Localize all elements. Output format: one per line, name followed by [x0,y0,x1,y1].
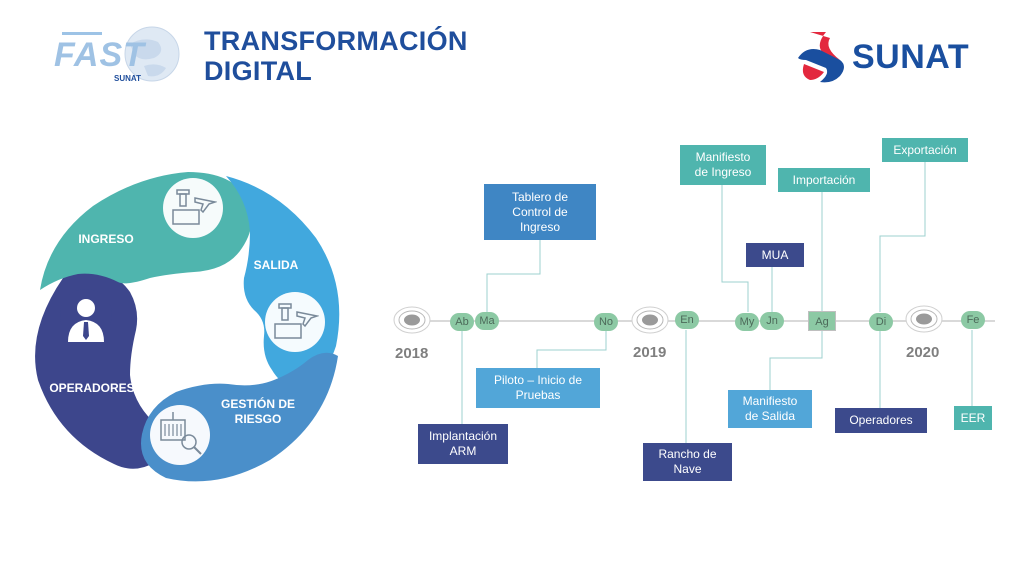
timeline-node-no: No [594,313,618,331]
port-airplane-icon [172,189,217,225]
segment-label-salida: SALIDA [253,258,299,272]
sunat-logo: SUNAT [796,30,1006,86]
sunat-logo-text: SUNAT [852,38,970,76]
timeline-node-en: En [675,311,699,329]
segment-label-operadores: OPERADORES [49,381,135,395]
segment-label-ingreso: INGRESO [78,232,134,246]
year-label-2019: 2019 [633,344,667,361]
timeline-node-fe: Fe [961,311,985,329]
fast-logo: FAST SUNAT [54,22,182,90]
event-eer: EER [954,406,992,430]
timeline-node-my: My [735,313,759,331]
title-line-2: DIGITAL [204,56,313,86]
sunat-emblem-icon [798,32,844,83]
person-icon [68,299,104,342]
year-marker-2019 [631,306,669,334]
event-exportacion: Exportación [882,138,968,162]
timeline-node-ma: Ma [475,312,499,330]
fast-logo-sub: SUNAT [114,74,141,83]
timeline-node-jn: Jn [760,312,784,330]
timeline-node-ab: Ab [450,313,474,331]
page-title: TRANSFORMACIÓN DIGITAL [204,26,468,86]
year-marker-2020 [905,305,943,333]
timeline-node-ag: Ag [808,311,836,331]
event-mua: MUA [746,243,804,267]
port-airplane-icon [274,303,319,339]
year-label-2020: 2020 [906,344,940,361]
event-operadores: Operadores [835,408,927,433]
title-line-1: TRANSFORMACIÓN [204,26,468,56]
fast-logo-text: FAST [54,36,145,74]
timeline-node-di: Di [869,313,893,331]
year-label-2018: 2018 [395,345,429,362]
segment-label-gestion-riesgo: GESTIÓN DE RIESGO [220,397,295,426]
container-magnifier-icon [160,412,202,455]
event-importacion: Importación [778,168,870,192]
year-marker-2018 [393,306,431,334]
